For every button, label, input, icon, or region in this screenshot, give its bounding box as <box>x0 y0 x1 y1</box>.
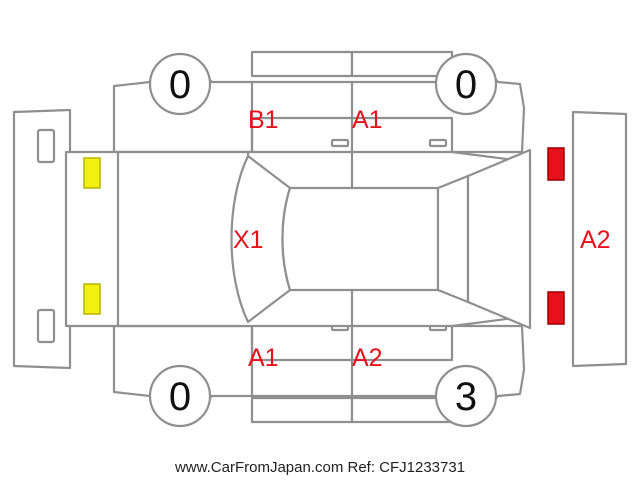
damage-code-left-front-door: A1 <box>352 106 383 134</box>
footer-reference: www.CarFromJapan.com Ref: CFJ1233731 <box>174 459 465 476</box>
rear-light-right <box>83 283 101 315</box>
front-light-right <box>547 291 565 325</box>
tire-front-left: 0 <box>148 52 212 116</box>
svg-text:3: 3 <box>455 375 477 419</box>
damage-code-right-front-door: A2 <box>352 344 383 372</box>
damage-code-roof: X1 <box>233 226 264 254</box>
front-light-left <box>547 147 565 181</box>
front-bumper <box>571 110 628 368</box>
bottom-rocker-panel-left <box>250 396 354 424</box>
tire-rear-right: 3 <box>434 364 498 428</box>
rear-light-left <box>83 157 101 189</box>
tire-rear-left: 0 <box>148 364 212 428</box>
top-rocker-panel-left <box>250 50 354 78</box>
svg-text:0: 0 <box>169 63 191 107</box>
rear-bumper <box>12 108 72 370</box>
damage-code-left-rear-door: B1 <box>248 106 279 134</box>
car-top-view <box>64 148 532 330</box>
svg-text:0: 0 <box>169 375 191 419</box>
damage-code-right-rear-door: A1 <box>248 344 279 372</box>
top-rocker-panel-right <box>350 50 454 78</box>
svg-text:0: 0 <box>455 63 477 107</box>
tire-front-right: 0 <box>434 52 498 116</box>
damage-code-front-bumper: A2 <box>580 226 611 254</box>
